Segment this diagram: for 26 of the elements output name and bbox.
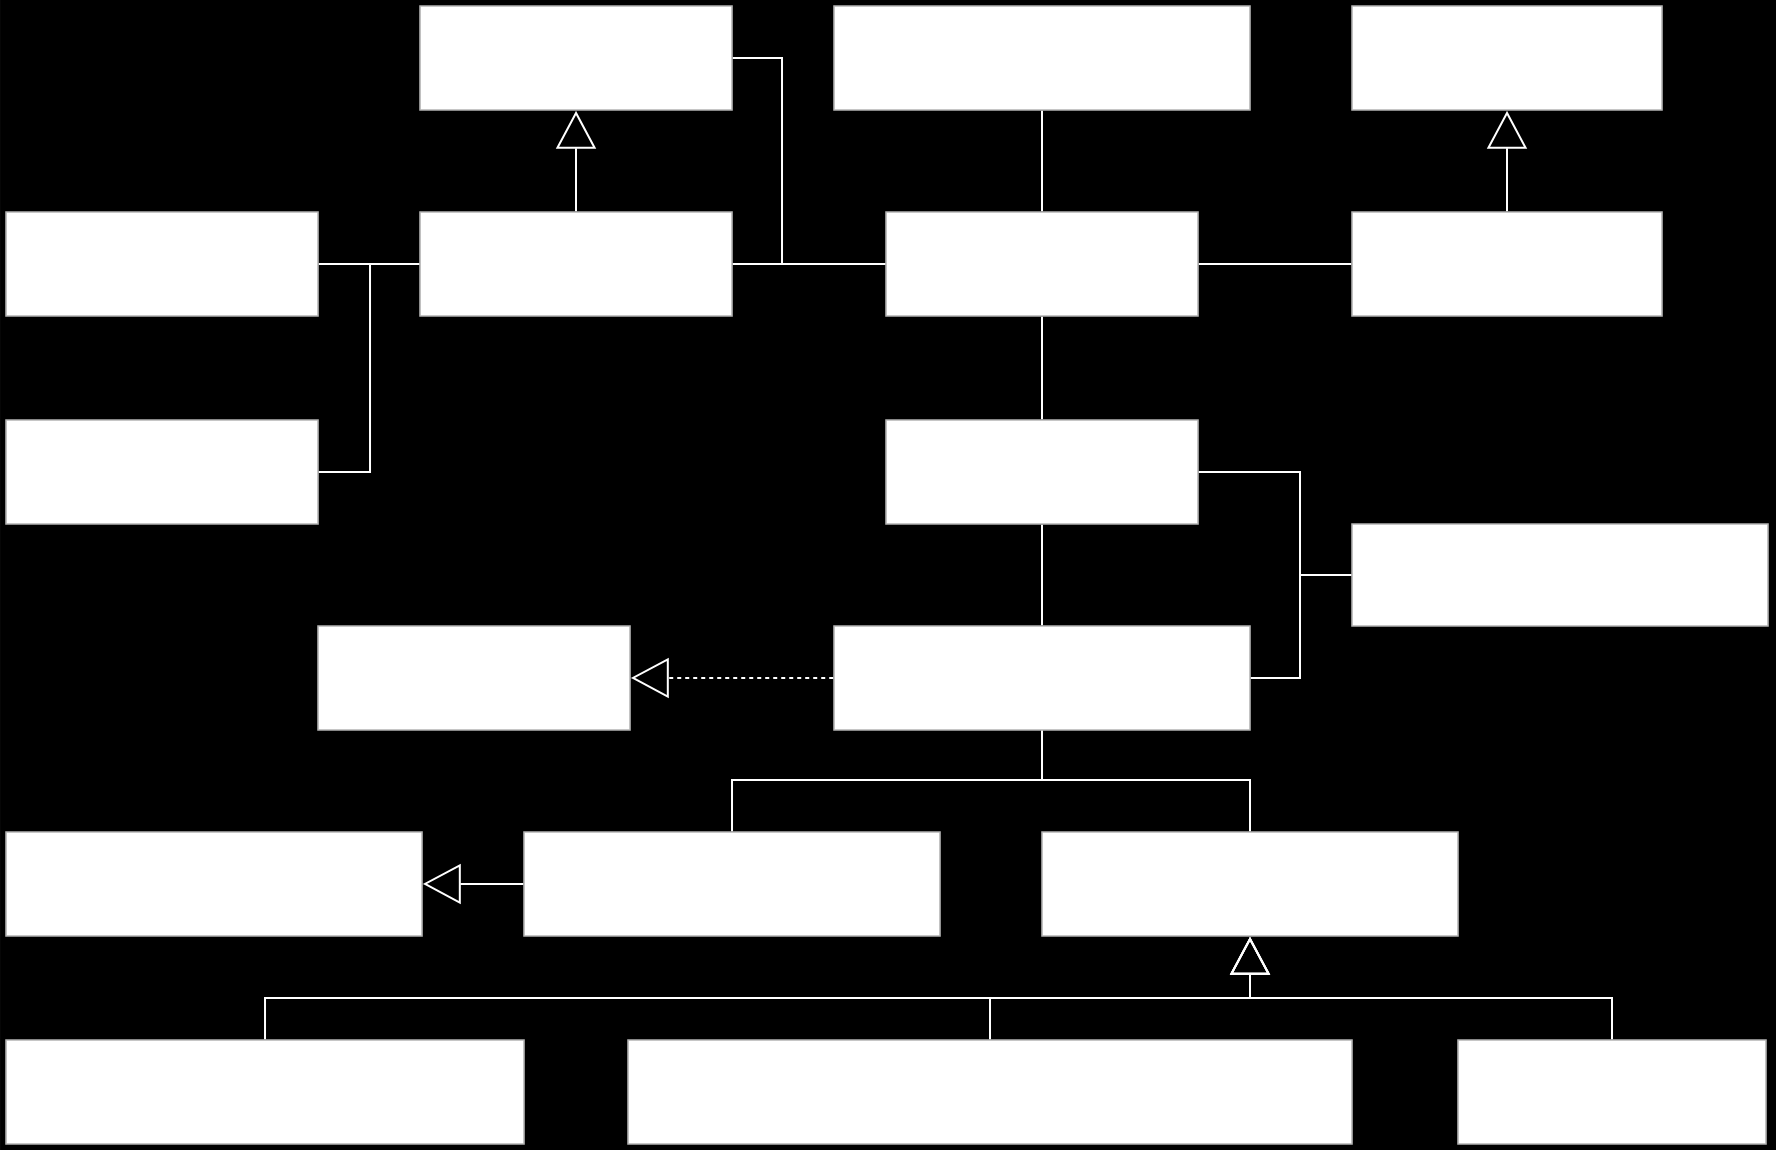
diagram-box xyxy=(885,419,1199,525)
diagram-box xyxy=(1351,211,1663,317)
diagram-box xyxy=(523,831,941,937)
connector-line xyxy=(1197,263,1353,265)
diagram-box xyxy=(419,5,733,111)
diagram-box xyxy=(1457,1039,1767,1145)
diagram-box xyxy=(1351,523,1769,627)
diagram-box xyxy=(5,1039,525,1145)
diagram-box xyxy=(419,211,733,317)
diagram-box xyxy=(885,211,1199,317)
connector-line xyxy=(1041,109,1043,213)
connector-line xyxy=(317,263,421,473)
connector-line xyxy=(1249,574,1353,679)
diagram-box xyxy=(5,419,319,525)
diagram-box xyxy=(833,625,1251,731)
diagram-box xyxy=(1351,5,1663,111)
connector-line xyxy=(1041,729,1251,833)
diagram-box xyxy=(5,211,319,317)
diagram-box xyxy=(5,831,423,937)
diagram-box xyxy=(833,5,1251,111)
connector-line xyxy=(1041,523,1043,627)
diagram-box xyxy=(317,625,631,731)
connector-line xyxy=(1041,315,1043,421)
diagram-box xyxy=(627,1039,1353,1145)
diagram-box xyxy=(1041,831,1459,937)
connector-line xyxy=(731,263,887,265)
